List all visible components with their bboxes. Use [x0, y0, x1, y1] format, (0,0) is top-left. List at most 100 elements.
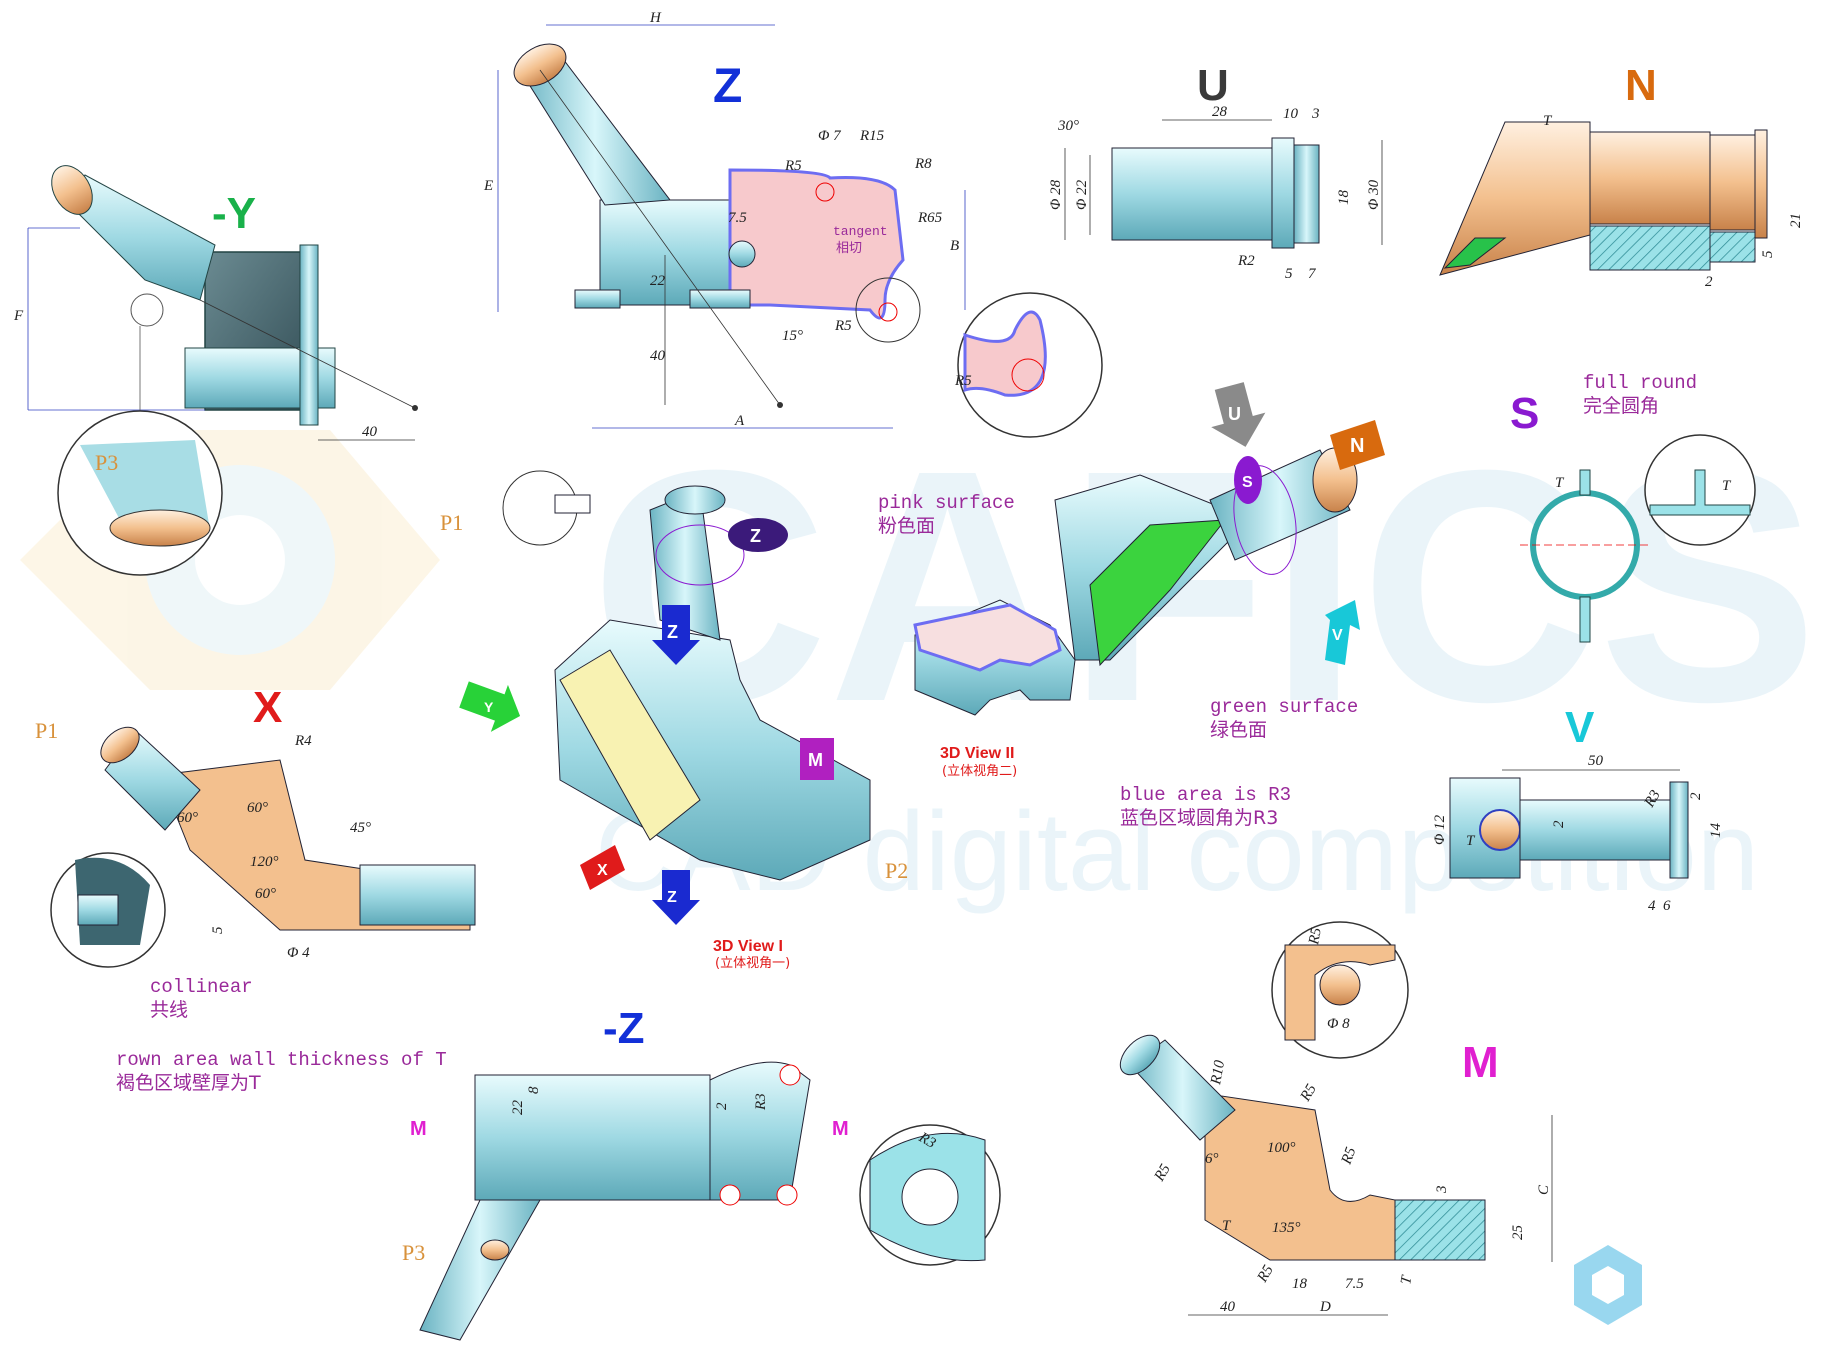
m-dim-r5a: R5 [1297, 1081, 1320, 1105]
m-dim-40: 40 [1220, 1299, 1236, 1315]
u-dim-r2: R2 [1237, 253, 1255, 269]
3d1-p1-label: P1 [440, 510, 463, 535]
z-neg-p3-label: P3 [402, 1240, 425, 1265]
view-z-neg: -Z 8 22 2 R3 M M P3 R3 [402, 1004, 1001, 1341]
badge-s: S [1234, 456, 1262, 504]
3d2-title: 3D View II [940, 745, 1014, 762]
y-neg-tube-opening [51, 165, 93, 215]
n-green-wall [1443, 237, 1507, 269]
z-tangent-en: tangent [833, 224, 888, 239]
view-label-s: S [1510, 389, 1539, 438]
z-neg-m-right: M [832, 1118, 849, 1140]
svg-text:U: U [1228, 404, 1241, 424]
view-label-n: N [1625, 61, 1657, 110]
n-hatch [1589, 225, 1711, 271]
view-m: M R5 Φ 8 R10 R5 100° R5 6° R5 T 135° 3 C… [1119, 921, 1642, 1325]
n-dim-5: 5 [1760, 250, 1776, 258]
view-n: N T 21 5 2 [1439, 61, 1804, 290]
m-dim-r5b: R5 [1338, 1145, 1359, 1168]
badge-n: N [1330, 420, 1385, 470]
z-dim-h: H [649, 10, 662, 26]
u-dim-3: 3 [1311, 106, 1320, 122]
u-dim-28: 28 [1212, 104, 1228, 120]
s-dim-t1: T [1555, 475, 1565, 491]
svg-text:S: S [1242, 474, 1253, 491]
3d2-pink-surface [913, 603, 1062, 672]
v-dim-2b: 2 [1551, 820, 1567, 828]
y-neg-dim-40: 40 [362, 424, 378, 440]
x-collinear-zh: 共线 [150, 999, 188, 1021]
v-tube [1519, 799, 1671, 861]
z-neg-dim-2: 2 [714, 1102, 730, 1110]
3d1-title: 3D View I [713, 938, 783, 955]
badge-z-top: Z [728, 518, 788, 552]
watermark-brand: CAFICS [590, 401, 1818, 770]
z-dim-7-5: 7.5 [728, 210, 747, 226]
m-dim-18: 18 [1292, 1276, 1308, 1292]
x-dim-120: 120° [250, 854, 279, 870]
svg-text:Z: Z [667, 622, 678, 642]
u-dim-10: 10 [1283, 106, 1299, 122]
view-3d-one: P1 P2 Z Z M X Z Y 3D View I (立体视角一) [440, 470, 908, 971]
v-dim-t: T [1466, 833, 1476, 849]
u-dim-5: 5 [1285, 266, 1293, 282]
n-tube [1589, 131, 1711, 225]
m-dim-d: D [1319, 1299, 1331, 1315]
z-tangent-zh: 相切 [836, 241, 862, 256]
u-tube [1111, 147, 1273, 241]
m-dim-3: 3 [1434, 1186, 1450, 1195]
svg-text:M: M [808, 750, 823, 770]
cube-logo-icon [1574, 1245, 1642, 1325]
s-note-en: full round [1583, 372, 1697, 394]
v-dim-2a: 2 [1688, 792, 1704, 800]
view-y-neg: -Y F 40 P3 [13, 165, 418, 576]
s-dim-t2: T [1722, 478, 1732, 494]
badge-y: Y [459, 681, 521, 732]
svg-text:Z: Z [750, 526, 761, 546]
3d2-green-zh: 绿色面 [1210, 719, 1267, 741]
n-dim-21: 21 [1788, 213, 1804, 228]
z-neg-dim-8: 8 [526, 1086, 542, 1094]
view-label-x: X [253, 683, 282, 732]
y-neg-dim-f: F [13, 308, 24, 324]
m-dim-135: 135° [1272, 1220, 1301, 1236]
svg-text:X: X [597, 862, 608, 879]
3d1-p2-label: P2 [885, 858, 908, 883]
x-brown-note-en: rown area wall thickness of T [116, 1049, 447, 1071]
n-dim-2: 2 [1705, 274, 1713, 290]
3d2-pink-zh: 粉色面 [878, 515, 935, 537]
view-label-m: M [1462, 1038, 1499, 1087]
badge-v: V [1325, 600, 1360, 665]
v-dim-phi12: Φ 12 [1432, 814, 1448, 845]
z-neg-dim-r3b: R3 [915, 1129, 938, 1152]
v-dim-50: 50 [1588, 753, 1604, 769]
z-neg-dim-22: 22 [510, 1100, 526, 1116]
z-dim-phi7: Φ 7 [818, 128, 842, 144]
u-dim-30deg: 30° [1057, 118, 1079, 134]
x-dim-5: 5 [210, 926, 226, 934]
u-dim-18: 18 [1336, 190, 1352, 206]
view-x: X R4 60° 60° 45° 120° 60° 5 Φ 4 P1 colli… [35, 683, 476, 1094]
v-dim-14: 14 [1708, 823, 1724, 839]
m-dim-t2: T [1398, 1273, 1415, 1286]
3d1-yellow-face [559, 649, 701, 841]
badge-m: M [800, 738, 834, 780]
3d2-blue-zh: 蓝色区域圆角为R3 [1120, 807, 1278, 829]
x-p1-label: P1 [35, 718, 58, 743]
x-dim-60a: 60° [247, 800, 268, 816]
m-dim-r5d: R5 [1254, 1262, 1277, 1286]
u-dim-phi30: Φ 30 [1366, 179, 1382, 210]
view-label-z-neg: -Z [603, 1004, 645, 1053]
v-dim-6: 6 [1663, 898, 1671, 914]
x-dim-phi4: Φ 4 [287, 945, 310, 961]
badge-x: X [580, 845, 625, 890]
s-note-zh: 完全圆角 [1583, 395, 1659, 417]
m-dim-r10: R10 [1208, 1059, 1228, 1087]
z-neg-dim-r3: R3 [753, 1093, 769, 1111]
view-label-z: Z [713, 60, 742, 113]
v-dim-r3: R3 [1641, 788, 1664, 811]
y-neg-p3-label: P3 [95, 450, 118, 475]
z-dim-b: B [950, 238, 959, 254]
